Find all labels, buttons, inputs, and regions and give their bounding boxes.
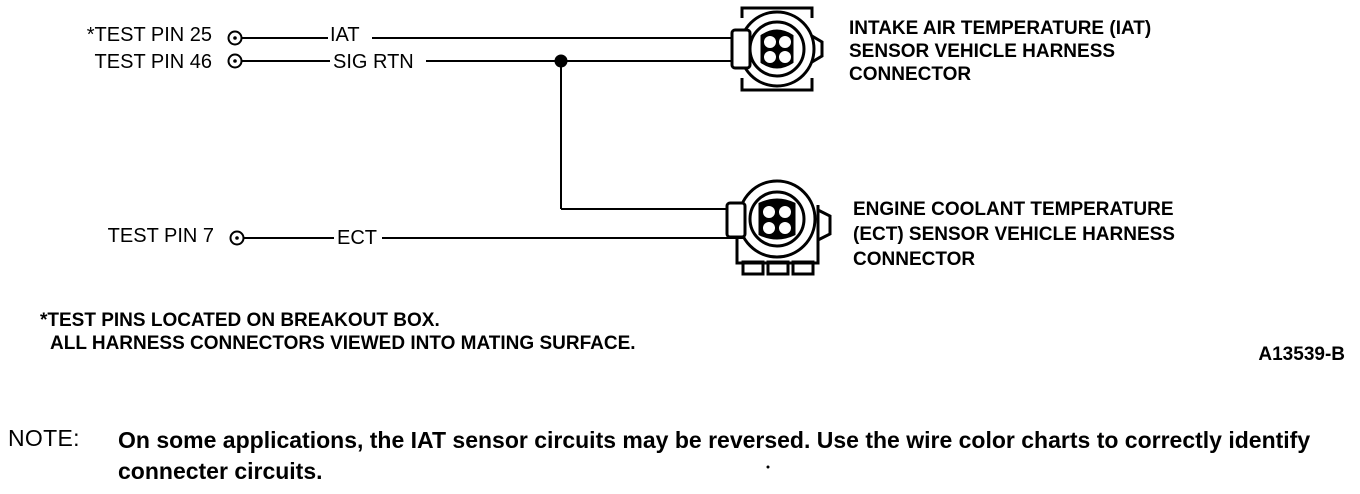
test-pin-25-terminal xyxy=(227,30,243,46)
splice-junction xyxy=(554,54,568,68)
figure-id: A13539-B xyxy=(1258,344,1345,365)
footnote-line-2: ALL HARNESS CONNECTORS VIEWED INTO MATIN… xyxy=(50,333,636,354)
note-label: NOTE: xyxy=(8,425,80,451)
ect-wire-label: ECT xyxy=(337,227,377,249)
iat-connector-icon xyxy=(730,6,824,92)
sig-rtn-wire-label: SIG RTN xyxy=(333,51,414,73)
test-pin-46-label: TEST PIN 46 xyxy=(95,51,212,73)
test-pin-46-terminal xyxy=(227,53,243,69)
ect-connector-icon xyxy=(725,179,832,276)
ect-connector-title-line-3: CONNECTOR xyxy=(853,249,975,270)
test-pin-7-label: TEST PIN 7 xyxy=(108,225,214,247)
stray-dot xyxy=(766,465,770,469)
iat-connector-title-line-1: INTAKE AIR TEMPERATURE (IAT) xyxy=(849,18,1151,39)
ect-connector-title-line-1: ENGINE COOLANT TEMPERATURE xyxy=(853,199,1174,220)
iat-connector-title-line-3: CONNECTOR xyxy=(849,64,971,85)
ect-connector-title-line-2: (ECT) SENSOR VEHICLE HARNESS xyxy=(853,224,1175,245)
note-text: On some applications, the IAT sensor cir… xyxy=(118,427,1311,484)
iat-wire-label: IAT xyxy=(330,24,360,46)
test-pin-7-terminal xyxy=(229,230,245,246)
iat-connector-title-line-2: SENSOR VEHICLE HARNESS xyxy=(849,41,1115,62)
footnote-line-1: *TEST PINS LOCATED ON BREAKOUT BOX. xyxy=(40,310,440,331)
test-pin-25-label: *TEST PIN 25 xyxy=(87,24,212,46)
